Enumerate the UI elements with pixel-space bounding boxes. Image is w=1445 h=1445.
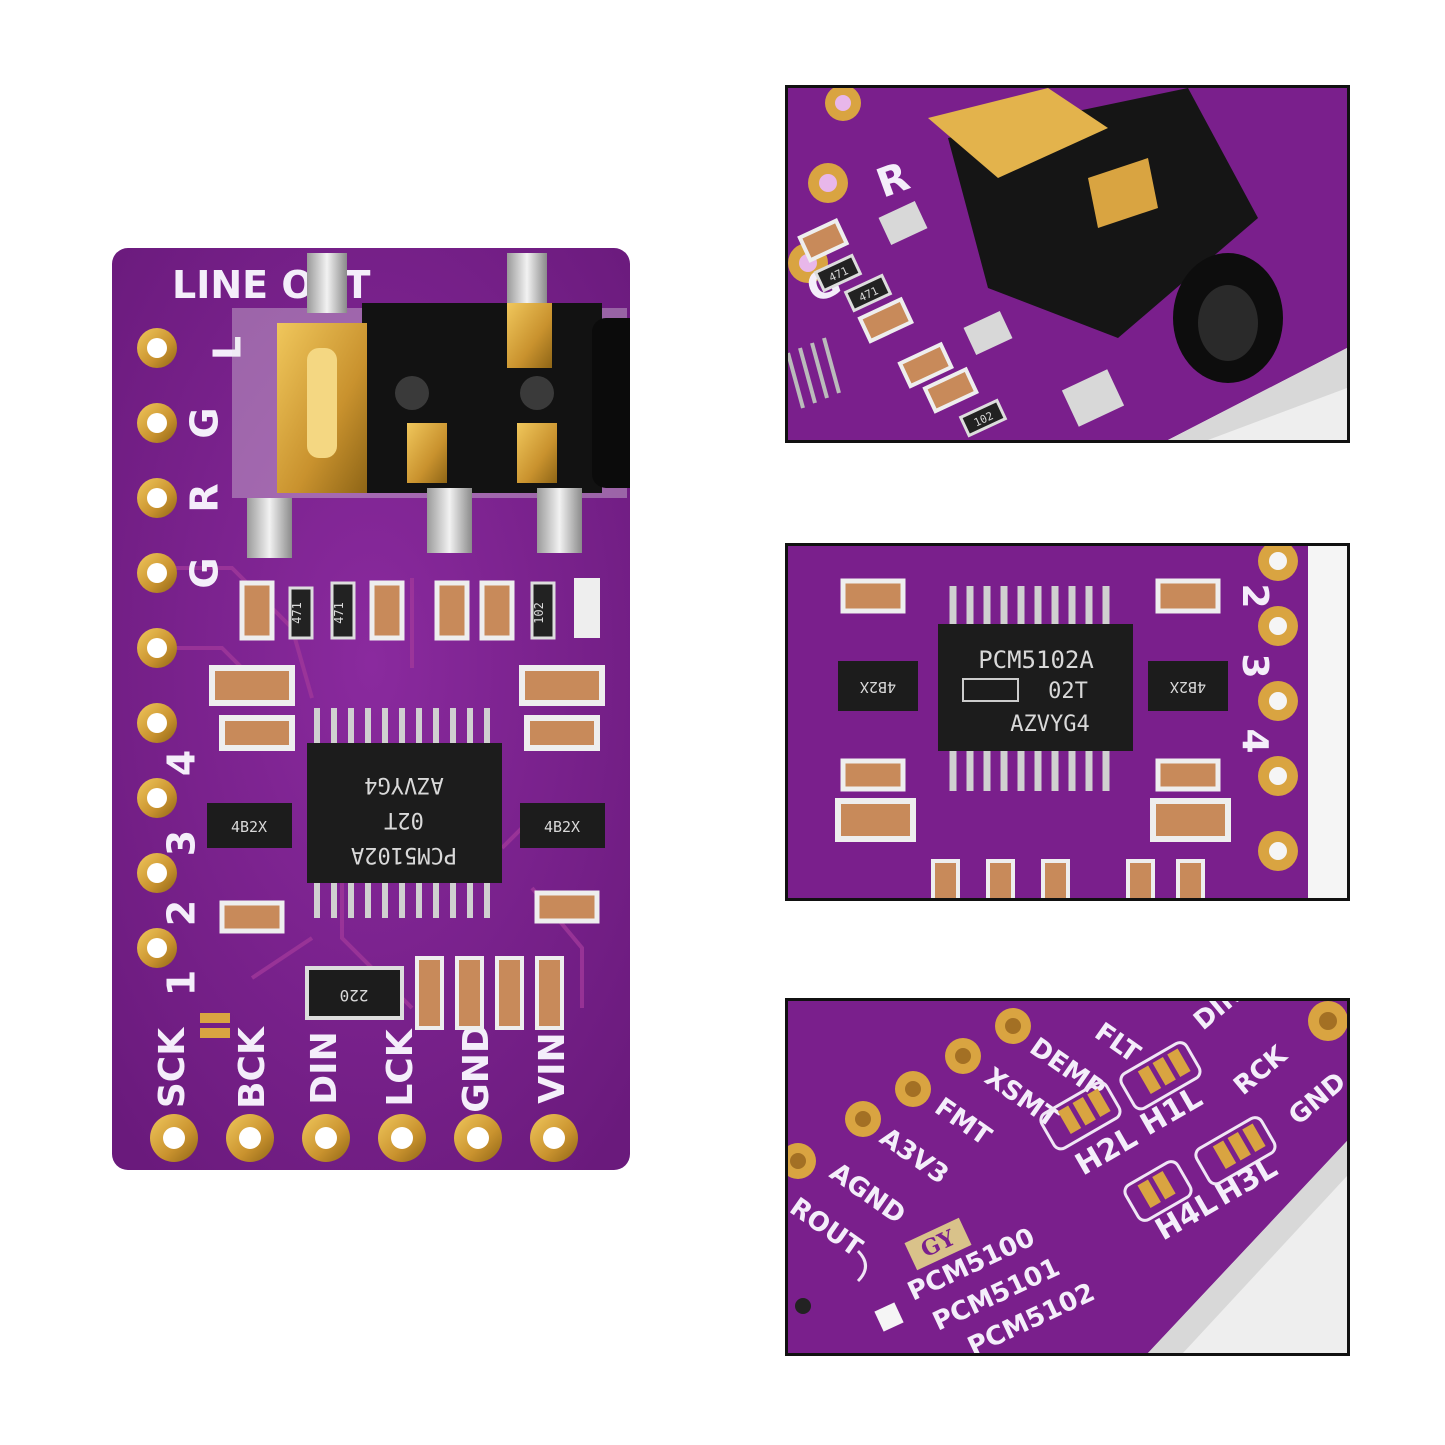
gy-logo-box — [904, 1217, 972, 1271]
voltage-regulator-right: 4B2X — [520, 803, 605, 848]
svg-text:4B2X: 4B2X — [544, 818, 580, 836]
pin-label-vin: VIN — [532, 1032, 573, 1103]
inset-audio-jack: R G 471 471 102 — [785, 85, 1350, 443]
label-r: R — [183, 483, 227, 512]
bottom-pin-header — [150, 1114, 578, 1162]
resistor-471-a: 471 — [290, 602, 304, 624]
main-board-photo: LINE OUT L G R G 4 3 2 1 SCK BCK DIN LCK… — [112, 248, 662, 1170]
pin-label-bck: BCK — [232, 1026, 273, 1109]
inset2-reg-left: 4B2X — [860, 678, 896, 696]
inset2-chip-line-3: AZVYG4 — [1010, 712, 1089, 737]
audio-jack — [232, 253, 662, 558]
label-g2: G — [183, 557, 227, 588]
chip-line-1: PCM5102A — [351, 842, 457, 867]
pcm5102a-chip: PCM5102A 02T AZVYG4 — [307, 708, 502, 918]
label-2: 2 — [160, 900, 204, 926]
resistor-array: 220 — [200, 956, 564, 1038]
svg-text:4B2X: 4B2X — [231, 818, 267, 836]
inset2-chip-line-2: 02T — [1048, 679, 1088, 704]
chip-line-2: 02T — [384, 807, 424, 832]
passive-components-row: 471 471 102 — [239, 578, 600, 641]
pin-label-sck: SCK — [152, 1027, 193, 1108]
resistor-102: 102 — [532, 602, 546, 624]
resistor-471-b: 471 — [332, 602, 346, 624]
inset2-num-3: 3 — [1234, 653, 1275, 678]
capacitors — [209, 665, 605, 934]
voltage-regulator-left: 4B2X — [207, 803, 292, 848]
pin-label-din: DIN — [304, 1031, 345, 1104]
inset2-chip-line-1: PCM5102A — [978, 646, 1094, 674]
label-3: 3 — [160, 830, 204, 856]
inset2-num-4: 4 — [1234, 728, 1275, 753]
label-4: 4 — [160, 750, 204, 776]
label-1: 1 — [160, 970, 204, 996]
inset2-reg-right: 4B2X — [1170, 678, 1206, 696]
left-pin-header — [137, 328, 177, 968]
svg-text:220: 220 — [340, 986, 369, 1005]
label-l: L — [206, 336, 250, 360]
pin-label-lck: LCK — [380, 1028, 421, 1106]
pin-label-gnd: GND — [456, 1023, 497, 1113]
inset-back-side: FLT DEMP XSMT FMT A3V3 AGND ROUT DIN RCK… — [785, 998, 1350, 1356]
inset-chip: 2 3 4 PCM5102A 02T AZVYG4 4B2X 4B2X — [785, 543, 1350, 901]
label-g1: G — [183, 407, 227, 438]
chip-line-3: AZVYG4 — [364, 772, 443, 797]
inset2-num-2: 2 — [1234, 583, 1275, 608]
